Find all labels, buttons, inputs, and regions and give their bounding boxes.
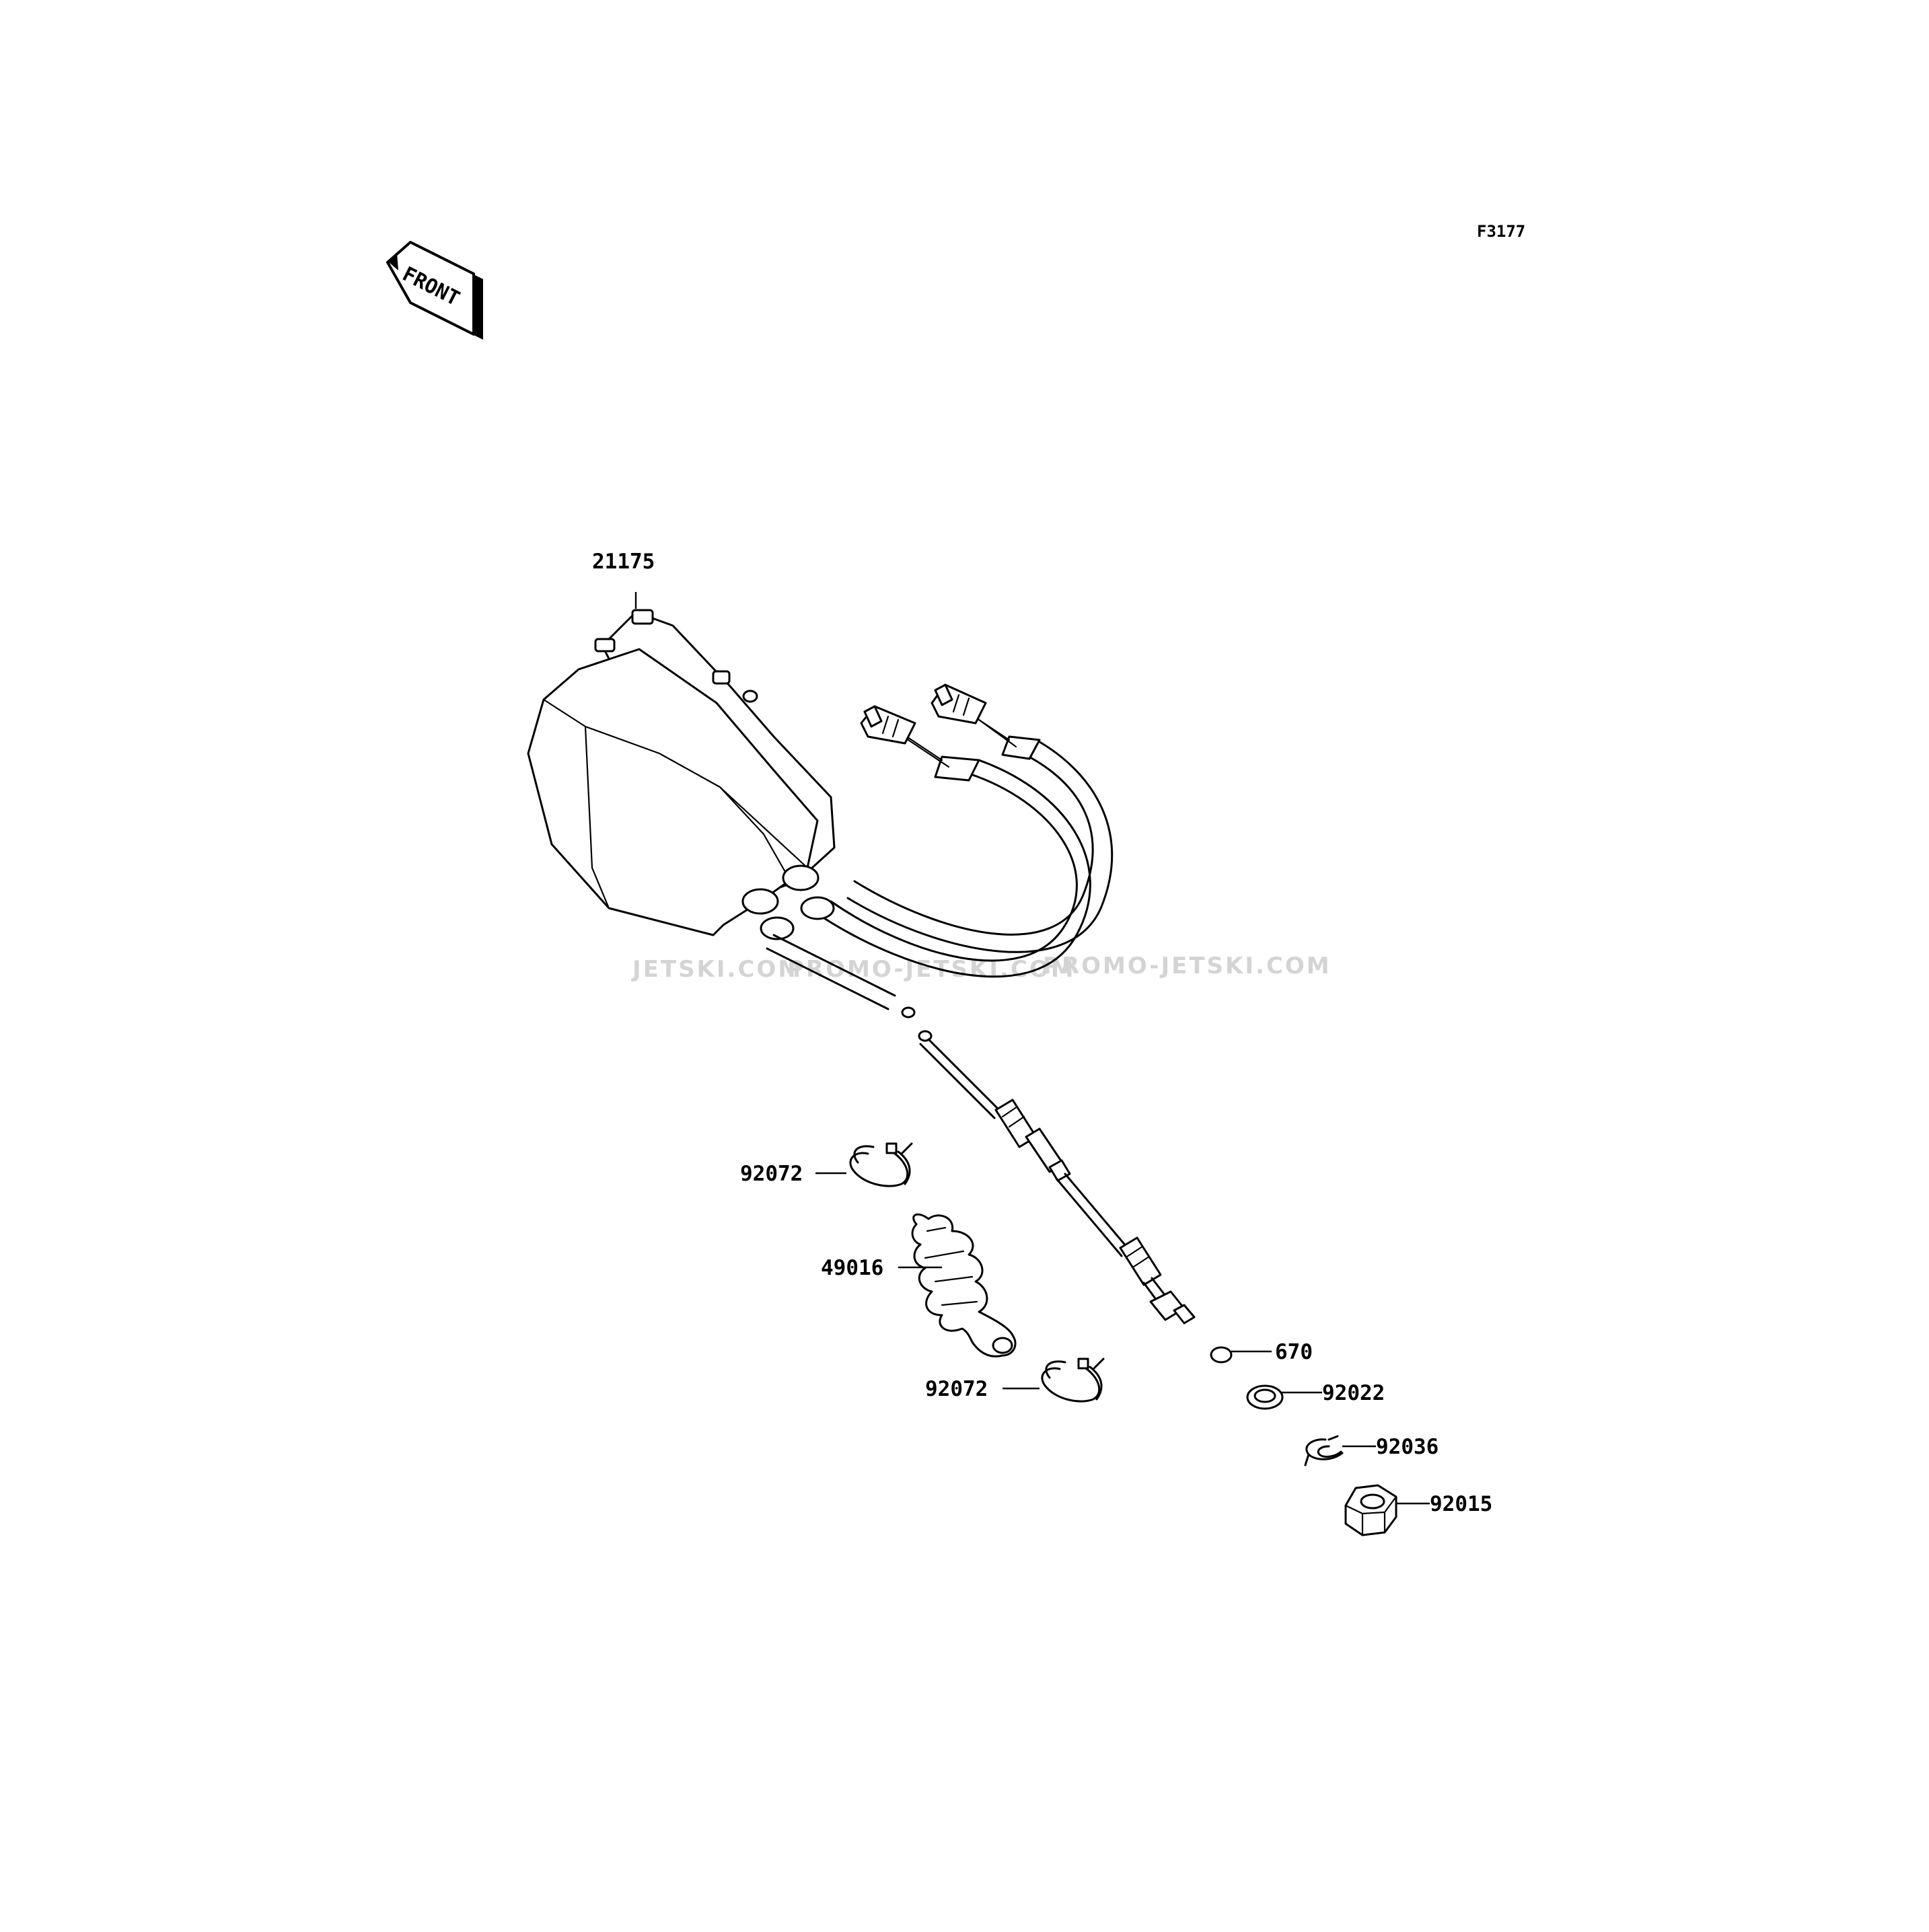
circlip-icon	[1304, 1435, 1344, 1466]
figure-code: F3177	[1477, 222, 1525, 241]
control-unit-icon	[527, 609, 1196, 1325]
part-number-92036[interactable]: 92036	[1376, 1435, 1439, 1459]
o-ring-icon	[1210, 1346, 1233, 1364]
hose-clamp-icon	[849, 1142, 913, 1187]
part-number-92072-a[interactable]: 92072	[740, 1162, 803, 1186]
hose-clamp-icon	[1041, 1358, 1105, 1403]
watermark-text-3: PROMO-JETSKI.COM	[1043, 953, 1332, 979]
front-arrow-icon: FRONT	[386, 241, 483, 340]
part-number-21175[interactable]: 21175	[592, 550, 655, 574]
part-number-49016[interactable]: 49016	[821, 1256, 883, 1280]
part-number-92072-b[interactable]: 92072	[925, 1377, 988, 1401]
watermark: JETSKI.COM PROMO-JETSKI.COM PROMO-JETSKI…	[631, 953, 1332, 983]
washer-icon	[1246, 1384, 1284, 1410]
hex-nut-icon	[1344, 1484, 1397, 1536]
part-number-92022[interactable]: 92022	[1322, 1381, 1385, 1405]
rubber-boot-icon	[911, 1213, 1017, 1358]
part-number-670[interactable]: 670	[1275, 1340, 1313, 1364]
watermark-text-2: PROMO-JETSKI.COM	[787, 956, 1076, 983]
connector-icon	[860, 705, 916, 745]
connector-icon	[931, 683, 987, 724]
part-number-92015[interactable]: 92015	[1430, 1492, 1492, 1516]
watermark-text-1: JETSKI.COM	[631, 956, 803, 983]
